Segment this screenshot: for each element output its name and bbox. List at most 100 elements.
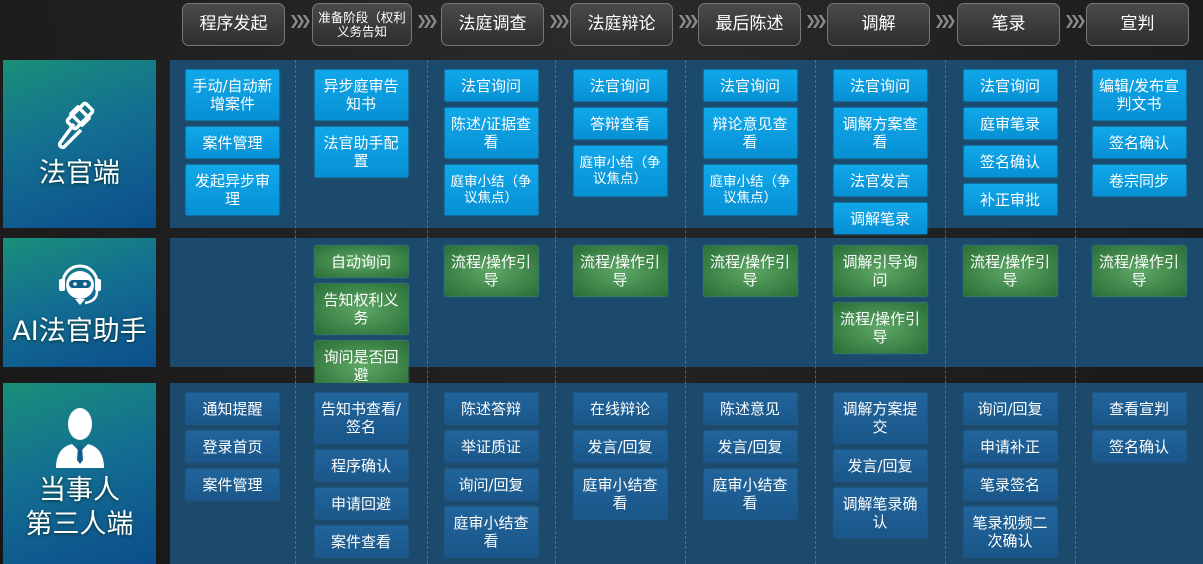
feature-box[interactable]: 申请补正: [963, 431, 1057, 462]
cell-judge-6: 法官询问庭审笔录签名确认补正审批: [945, 70, 1075, 215]
cell-judge-5: 法官询问调解方案查看法官发言调解笔录: [815, 70, 945, 234]
cell-ai-5: 调解引导询问流程/操作引导: [815, 246, 945, 353]
feature-box[interactable]: 调解笔录: [833, 203, 927, 234]
feature-box[interactable]: 庭审小结（争议焦点）: [573, 146, 667, 196]
feature-box[interactable]: 陈述意见: [703, 393, 797, 424]
stage-1: 准备阶段（权利义务告知: [312, 3, 412, 46]
feature-box[interactable]: 辩论意见查看: [703, 108, 797, 158]
feature-box[interactable]: 询问/回复: [963, 393, 1057, 424]
feature-box[interactable]: 流程/操作引导: [444, 246, 538, 296]
feature-box[interactable]: 签名确认: [963, 146, 1057, 177]
feature-box[interactable]: 发言/回复: [833, 450, 927, 481]
column-divider: [295, 60, 296, 564]
feature-box[interactable]: 法官询问: [703, 70, 797, 101]
feature-box[interactable]: 庭审小结（争议焦点）: [703, 165, 797, 215]
feature-box[interactable]: 法官询问: [963, 70, 1057, 101]
stage-4: 最后陈述: [698, 3, 801, 46]
column-divider: [555, 60, 556, 564]
cell-ai-1: 自动询问告知权利义务询问是否回避: [295, 246, 427, 391]
feature-box[interactable]: 发起异步审理: [186, 165, 279, 215]
feature-box[interactable]: 告知权利义务: [314, 284, 408, 334]
column-divider: [685, 60, 686, 564]
feature-box[interactable]: 流程/操作引导: [573, 246, 667, 296]
column-divider: [815, 60, 816, 564]
feature-box[interactable]: 卷宗同步: [1092, 165, 1186, 196]
feature-box[interactable]: 程序确认: [314, 450, 408, 481]
feature-box[interactable]: 发言/回复: [703, 431, 797, 462]
feature-box[interactable]: 陈述/证据查看: [444, 108, 538, 158]
feature-box[interactable]: 法官询问: [573, 70, 667, 101]
feature-box[interactable]: 笔录视频二次确认: [963, 507, 1057, 557]
chevron-right-icon: ❯❯❯: [289, 14, 312, 29]
feature-box[interactable]: 流程/操作引导: [963, 246, 1057, 296]
feature-box[interactable]: 案件查看: [314, 526, 408, 557]
feature-box[interactable]: 流程/操作引导: [703, 246, 797, 296]
feature-box[interactable]: 调解引导询问: [833, 246, 927, 296]
column-divider: [1075, 60, 1076, 564]
feature-box[interactable]: 补正审批: [963, 184, 1057, 215]
gavel-icon: [52, 97, 108, 157]
feature-box[interactable]: 编辑/发布宣判文书: [1092, 70, 1186, 120]
cell-ai-2: 流程/操作引导: [427, 246, 555, 296]
feature-box[interactable]: 询问是否回避: [314, 341, 408, 391]
feature-box[interactable]: 庭审小结查看: [573, 469, 667, 519]
feature-box[interactable]: 签名确认: [1092, 127, 1186, 158]
feature-box[interactable]: 案件管理: [186, 127, 279, 158]
cell-judge-7: 编辑/发布宣判文书签名确认卷宗同步: [1075, 70, 1203, 196]
feature-box[interactable]: 法官助手配置: [314, 127, 408, 177]
feature-box[interactable]: 调解方案查看: [833, 108, 927, 158]
cell-party-0: 通知提醒登录首页案件管理: [170, 393, 295, 500]
feature-box[interactable]: 流程/操作引导: [833, 303, 927, 353]
feature-box[interactable]: 登录首页: [186, 431, 279, 462]
feature-box[interactable]: 查看宣判: [1092, 393, 1186, 424]
row-label-text: 第三人端: [25, 508, 134, 540]
cell-judge-3: 法官询问答辩查看庭审小结（争议焦点）: [555, 70, 685, 196]
cell-judge-0: 手动/自动新增案件案件管理发起异步审理: [170, 70, 295, 215]
cell-ai-3: 流程/操作引导: [555, 246, 685, 296]
feature-box[interactable]: 调解方案提交: [833, 393, 927, 443]
feature-box[interactable]: 陈述答辩: [444, 393, 538, 424]
feature-box[interactable]: 手动/自动新增案件: [186, 70, 279, 120]
column-divider: [427, 60, 428, 564]
feature-box[interactable]: 笔录签名: [963, 469, 1057, 500]
feature-box[interactable]: 法官询问: [833, 70, 927, 101]
feature-box[interactable]: 通知提醒: [186, 393, 279, 424]
cell-ai-4: 流程/操作引导: [685, 246, 815, 296]
row-label-ai: AI法官助手: [3, 238, 156, 367]
feature-box[interactable]: 举证质证: [444, 431, 538, 462]
chevron-right-icon: ❯❯❯: [805, 14, 828, 29]
cell-party-6: 询问/回复申请补正笔录签名笔录视频二次确认: [945, 393, 1075, 557]
row-label-text: 当事人: [39, 474, 120, 506]
feature-box[interactable]: 答辩查看: [573, 108, 667, 139]
cell-party-7: 查看宣判签名确认: [1075, 393, 1203, 462]
feature-box[interactable]: 庭审小结查看: [703, 469, 797, 519]
feature-box[interactable]: 调解笔录确认: [833, 488, 927, 538]
feature-box[interactable]: 庭审小结（争议焦点）: [444, 165, 538, 215]
feature-box[interactable]: 签名确认: [1092, 431, 1186, 462]
cell-judge-4: 法官询问辩论意见查看庭审小结（争议焦点）: [685, 70, 815, 215]
feature-box[interactable]: 庭审小结查看: [444, 507, 538, 557]
feature-box[interactable]: 告知书查看/签名: [314, 393, 408, 443]
cell-party-1: 告知书查看/签名程序确认申请回避案件查看: [295, 393, 427, 557]
stage-3: 法庭辩论: [570, 3, 673, 46]
feature-box[interactable]: 异步庭审告知书: [314, 70, 408, 120]
feature-box[interactable]: 发言/回复: [573, 431, 667, 462]
cell-ai-6: 流程/操作引导: [945, 246, 1075, 296]
feature-box[interactable]: 庭审笔录: [963, 108, 1057, 139]
row-label-party: 当事人第三人端: [3, 383, 156, 564]
cell-judge-1: 异步庭审告知书法官助手配置: [295, 70, 427, 177]
feature-box[interactable]: 询问/回复: [444, 469, 538, 500]
feature-box[interactable]: 法官询问: [444, 70, 538, 101]
stage-6: 笔录: [957, 3, 1060, 46]
column-divider: [945, 60, 946, 564]
feature-box[interactable]: 自动询问: [314, 246, 408, 277]
feature-box[interactable]: 法官发言: [833, 165, 927, 196]
feature-box[interactable]: 在线辩论: [573, 393, 667, 424]
feature-box[interactable]: 申请回避: [314, 488, 408, 519]
feature-box[interactable]: 案件管理: [186, 469, 279, 500]
row-label-judge: 法官端: [3, 60, 156, 228]
row-panel-judge: 手动/自动新增案件案件管理发起异步审理异步庭审告知书法官助手配置法官询问陈述/证…: [170, 60, 1203, 234]
cell-party-4: 陈述意见发言/回复庭审小结查看: [685, 393, 815, 519]
feature-box[interactable]: 流程/操作引导: [1092, 246, 1186, 296]
cell-judge-2: 法官询问陈述/证据查看庭审小结（争议焦点）: [427, 70, 555, 215]
